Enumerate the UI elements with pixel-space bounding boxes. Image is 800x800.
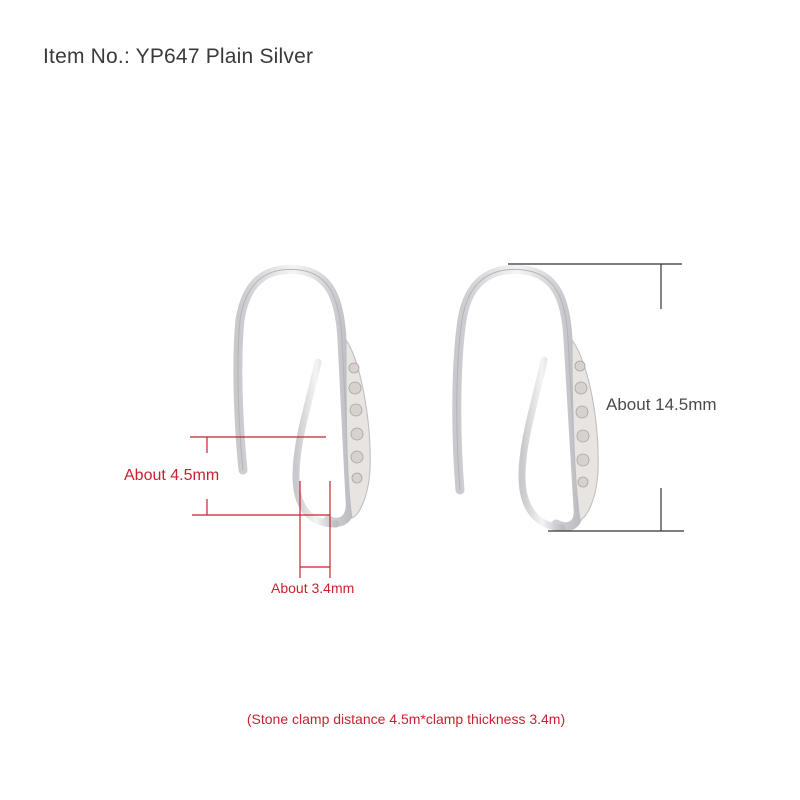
dimension-clamp-distance	[190, 436, 330, 516]
left-earring	[233, 264, 371, 528]
dimension-clamp-thickness	[299, 481, 331, 578]
clamp-thickness-label: About 3.4mm	[271, 580, 355, 596]
clamp-distance-label: About 4.5mm	[124, 467, 220, 484]
right-earring	[452, 264, 599, 532]
right-stones	[574, 360, 590, 488]
dimension-overall-height	[508, 263, 684, 532]
item-title: Item No.: YP647 Plain Silver	[43, 45, 314, 68]
overall-height-label: About 14.5mm	[606, 395, 717, 414]
spec-footnote: (Stone clamp distance 4.5m*clamp thickne…	[246, 711, 566, 727]
left-stones	[348, 362, 364, 484]
